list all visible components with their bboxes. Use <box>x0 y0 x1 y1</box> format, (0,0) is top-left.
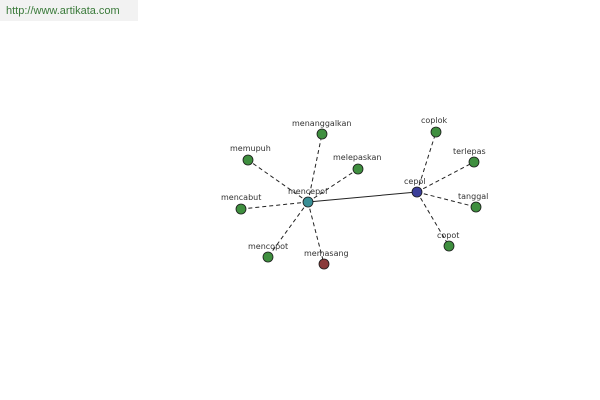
edge-mencepol-melepaskan <box>307 168 359 203</box>
edge-cepol-tanggal <box>416 191 477 208</box>
node-label-cepol: cepol <box>404 177 426 186</box>
node-label-mencabut: mencabut <box>221 193 261 202</box>
node-memupuh[interactable] <box>242 154 254 166</box>
source-url-bar: http://www.artikata.com <box>0 0 138 21</box>
node-mencepol[interactable] <box>302 196 314 208</box>
edge-mencepol-cepol <box>307 191 418 203</box>
node-label-coplok: coplok <box>421 116 447 125</box>
node-memasang[interactable] <box>318 258 330 270</box>
node-label-tanggal: tanggal <box>458 192 488 201</box>
edge-mencepol-menanggalkan <box>307 133 323 203</box>
edge-mencepol-mencabut <box>240 201 309 210</box>
edge-mencepol-memupuh <box>247 159 309 203</box>
nodes-layer <box>235 126 482 270</box>
edge-cepol-terlepas <box>416 161 475 193</box>
edge-mencepol-memasang <box>307 201 325 265</box>
node-label-memupuh: memupuh <box>230 144 271 153</box>
node-label-mencepol: mencepol <box>288 187 327 196</box>
source-url-link[interactable]: http://www.artikata.com <box>6 4 120 17</box>
edge-mencepol-mencopot <box>267 201 309 258</box>
node-label-copot: copot <box>437 231 459 240</box>
node-label-melepaskan: melepaskan <box>333 153 381 162</box>
node-mencabut[interactable] <box>235 203 247 215</box>
node-coplok[interactable] <box>430 126 442 138</box>
node-melepaskan[interactable] <box>352 163 364 175</box>
node-label-memasang: memasang <box>304 249 349 258</box>
labels-layer: mencepol cepol menanggalkan memupuh melepask… <box>221 116 488 258</box>
node-label-terlepas: terlepas <box>453 147 486 156</box>
node-mencopot[interactable] <box>262 251 274 263</box>
node-cepol[interactable] <box>411 186 423 198</box>
edges-layer <box>240 131 477 265</box>
node-label-menanggalkan: menanggalkan <box>292 119 352 128</box>
node-terlepas[interactable] <box>468 156 480 168</box>
node-menanggalkan[interactable] <box>316 128 328 140</box>
edge-cepol-copot <box>416 191 450 247</box>
node-tanggal[interactable] <box>470 201 482 213</box>
node-label-mencopot: mencopot <box>248 242 288 251</box>
edge-cepol-coplok <box>416 131 437 193</box>
node-copot[interactable] <box>443 240 455 252</box>
